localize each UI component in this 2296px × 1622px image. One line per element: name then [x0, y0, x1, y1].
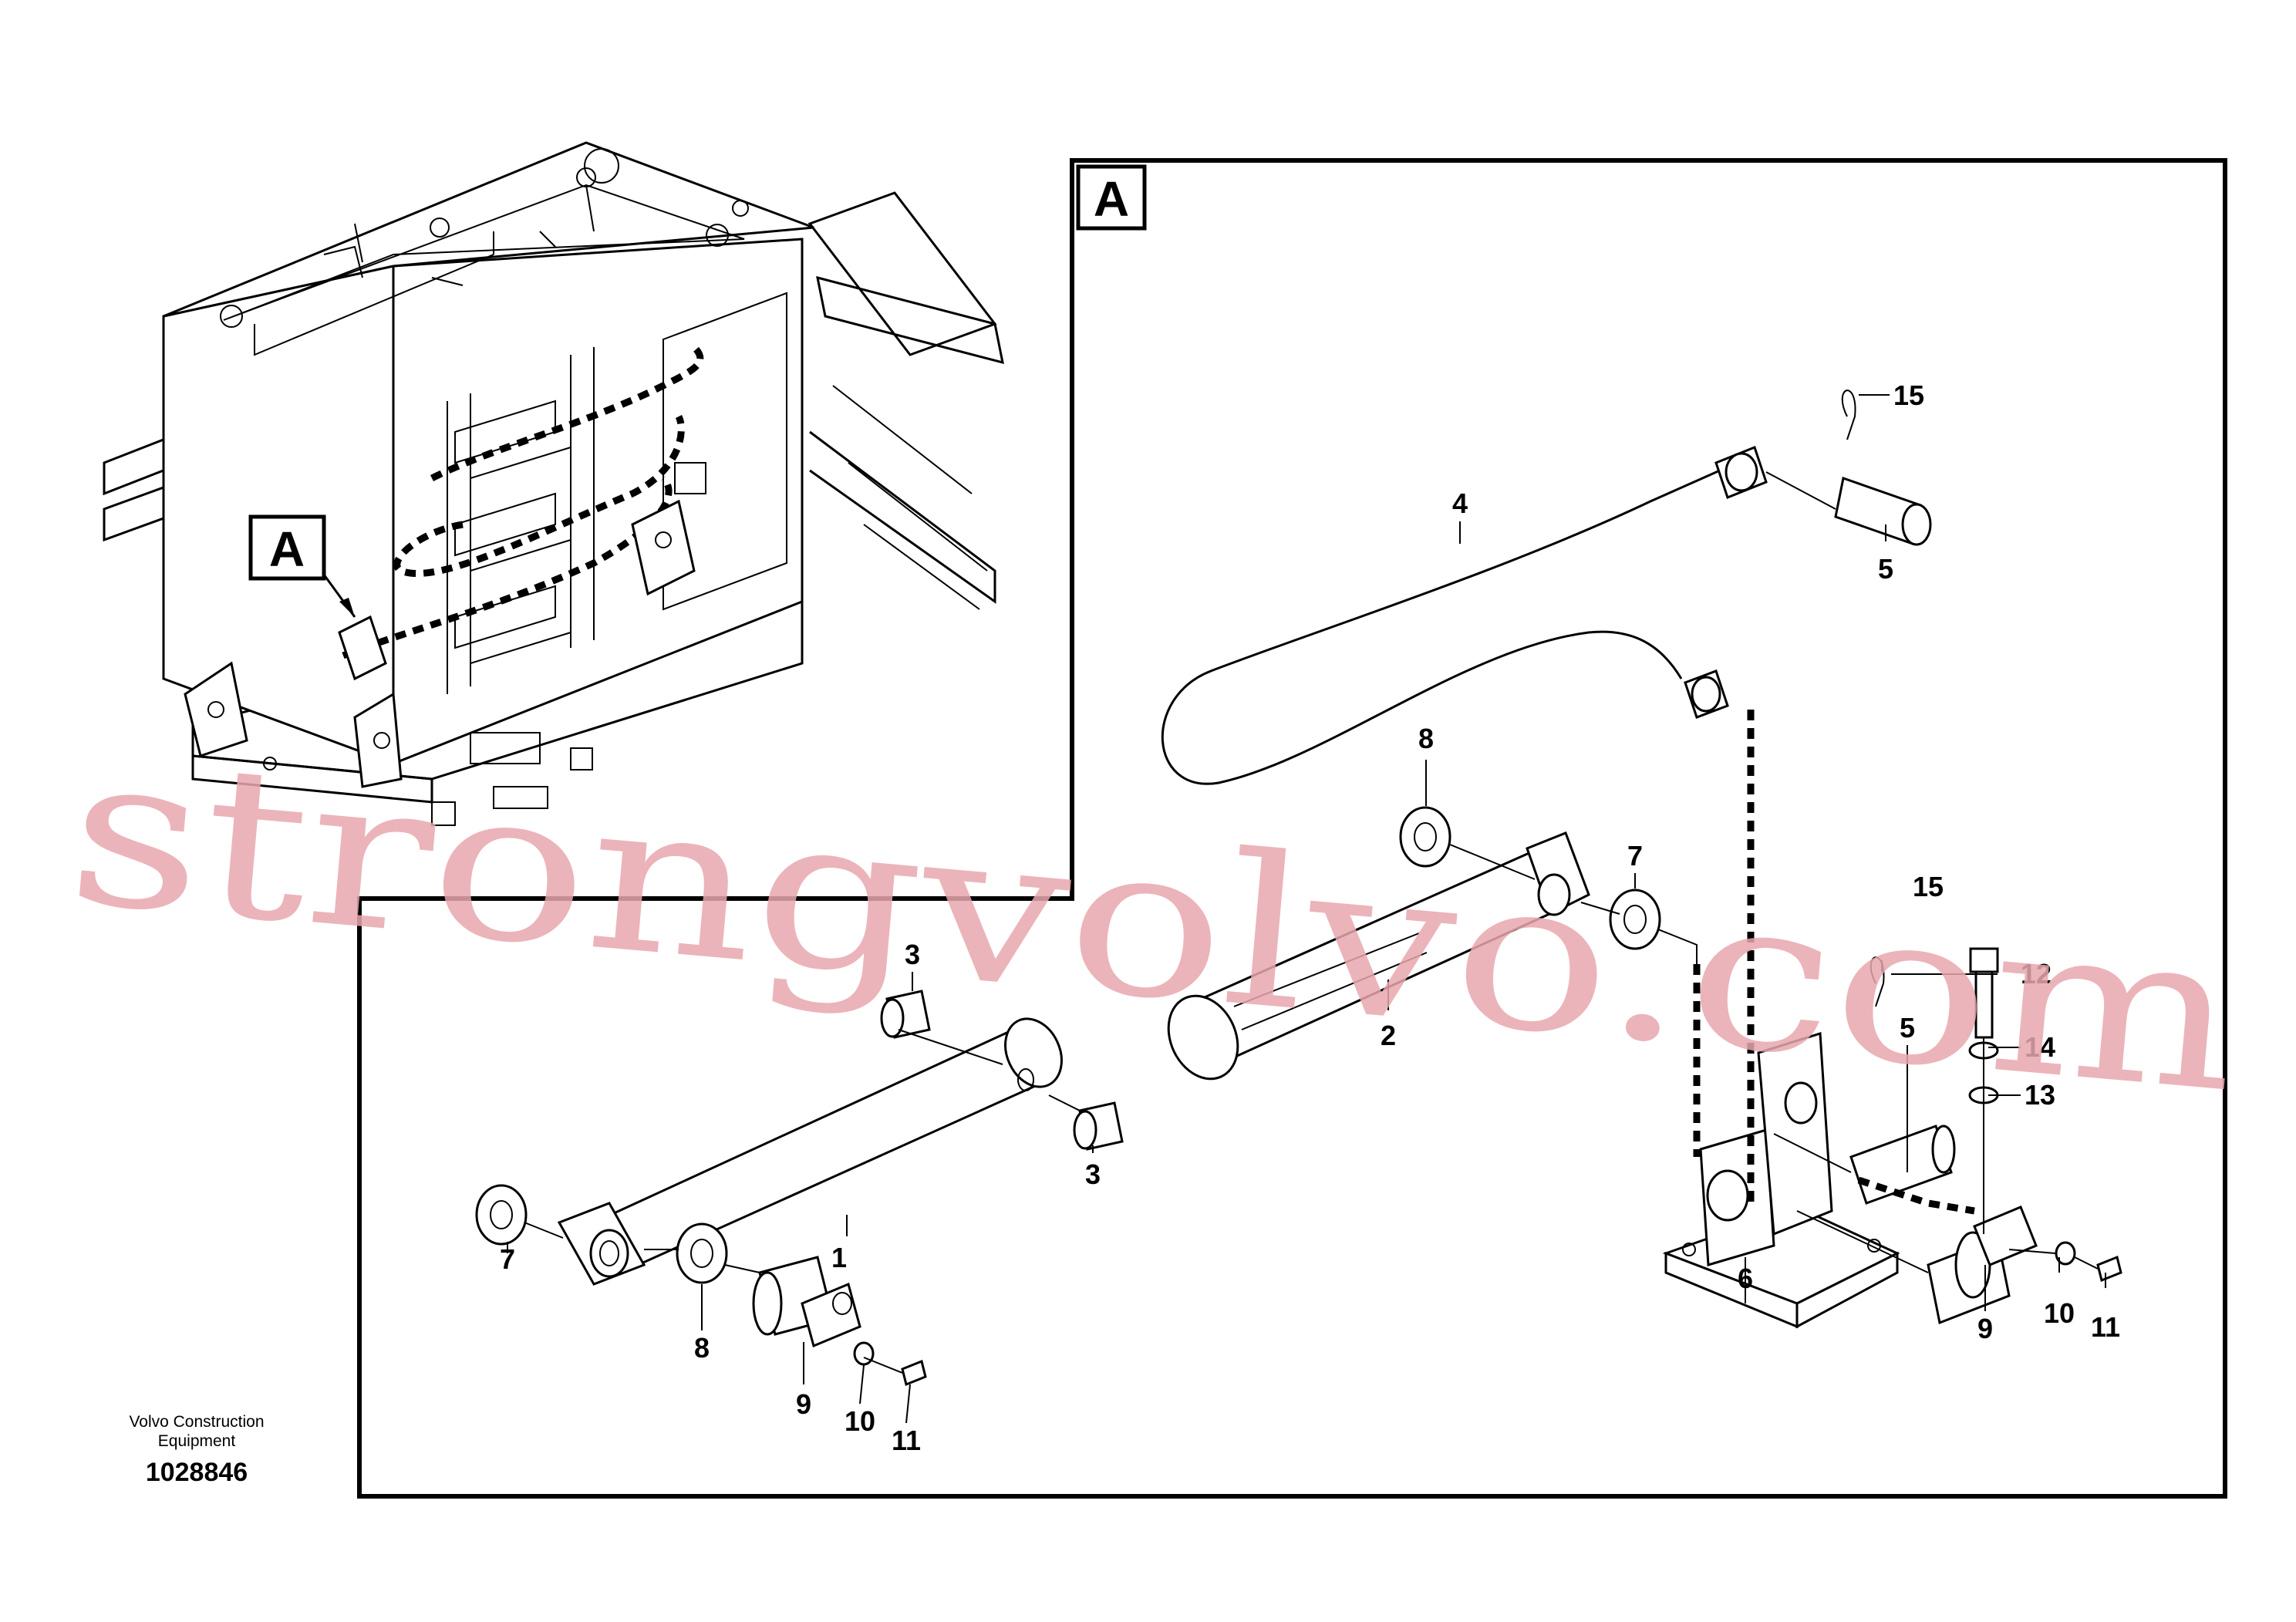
label-part-3-upper: 3: [905, 939, 920, 970]
label-part-8-upper: 8: [1418, 723, 1434, 754]
detail-label-box: [1076, 164, 1147, 231]
label-part-9-left: 9: [796, 1388, 811, 1420]
label-part-5-upper: 5: [1878, 553, 1893, 585]
brand-line-1: Volvo Construction: [129, 1413, 264, 1431]
overview-callout-box: [248, 514, 326, 581]
label-part-1: 1: [831, 1242, 847, 1273]
label-part-11-left: 11: [892, 1425, 921, 1456]
label-part-2: 2: [1381, 1020, 1396, 1051]
label-part-11-right: 11: [2091, 1311, 2120, 1343]
piston-rod: [592, 1024, 1051, 1274]
label-part-3-lower: 3: [1085, 1158, 1101, 1190]
label-part-12: 12: [2021, 958, 2052, 990]
brand-line-2: Equipment: [158, 1432, 236, 1450]
overview-callout-label: A: [269, 521, 305, 577]
label-part-7-left: 7: [500, 1243, 515, 1275]
label-part-4: 4: [1452, 487, 1468, 519]
drawing-number: 1028846: [146, 1458, 248, 1487]
label-part-15-upper: 15: [1893, 379, 1924, 411]
label-part-6: 6: [1738, 1263, 1753, 1294]
box-front-face: [392, 238, 804, 766]
label-part-14: 14: [2025, 1031, 2055, 1063]
detail-frame: [357, 158, 2227, 1499]
watermark: strongvolvo.com: [60, 707, 2248, 1139]
box-top-face: [163, 141, 814, 318]
label-part-13: 13: [2025, 1079, 2055, 1111]
leader-lines: [507, 394, 2106, 1424]
exploded-view: [475, 389, 2122, 1387]
label-part-15-lower: 15: [1913, 871, 1944, 902]
label-part-10-right: 10: [2044, 1297, 2075, 1329]
label-part-7-right: 7: [1627, 840, 1643, 872]
machine-overview: [103, 141, 1004, 826]
label-part-9-right: 9: [1977, 1313, 1993, 1344]
detail-label: A: [1094, 171, 1129, 227]
label-part-8-lower: 8: [694, 1332, 710, 1364]
label-part-5-lower: 5: [1900, 1012, 1915, 1044]
label-part-10-left: 10: [845, 1405, 875, 1437]
